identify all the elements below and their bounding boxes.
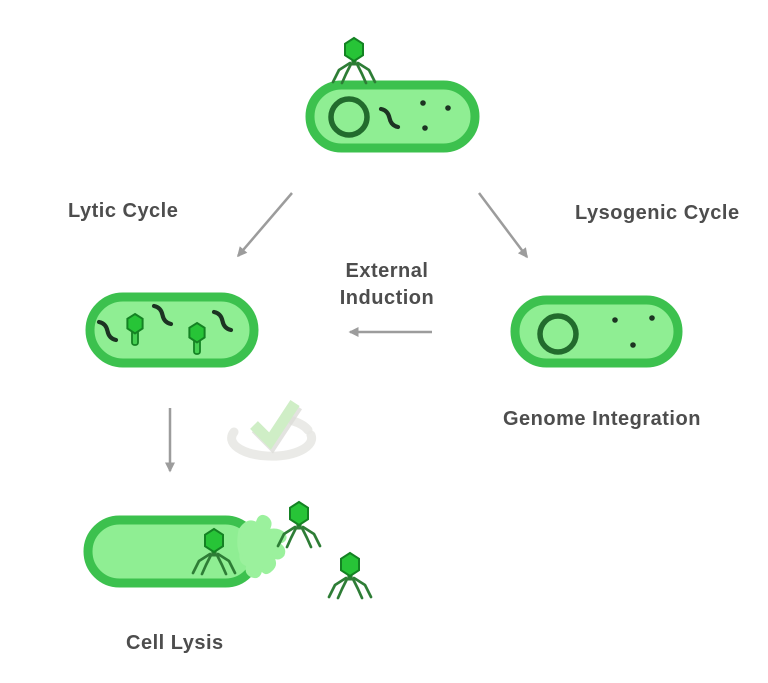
external-induction-label: External Induction — [312, 258, 462, 312]
lytic-replication-cell — [85, 292, 259, 368]
phage-attached-icon — [331, 36, 377, 85]
bacterial-dna-plasmid-icon — [537, 313, 579, 355]
bacterial-dna-plasmid-icon — [328, 96, 370, 138]
arrow-lytic-path — [237, 192, 293, 258]
lysogenic-cell — [510, 295, 683, 368]
lytic-cycle-label: Lytic Cycle — [68, 200, 179, 222]
host-cell-top — [305, 36, 480, 153]
watermark-logo — [227, 399, 317, 461]
arrow-lysogenic-path — [478, 192, 528, 259]
genome-integration-label: Genome Integration — [503, 408, 701, 430]
cell-lysis-label: Cell Lysis — [126, 632, 224, 654]
cytoplasm-dots — [612, 315, 655, 348]
lysogenic-cycle-label: Lysogenic Cycle — [575, 202, 740, 224]
bacterium-body — [305, 80, 480, 153]
external-induction-line2: Induction — [339, 287, 435, 309]
external-induction-line1: External — [345, 260, 429, 282]
cytoplasm-dots — [420, 100, 451, 131]
lysing-cell — [83, 515, 287, 588]
lysis-burst-shape — [237, 515, 287, 579]
bacterium-body — [83, 515, 262, 588]
released-phage-icon — [327, 551, 373, 600]
